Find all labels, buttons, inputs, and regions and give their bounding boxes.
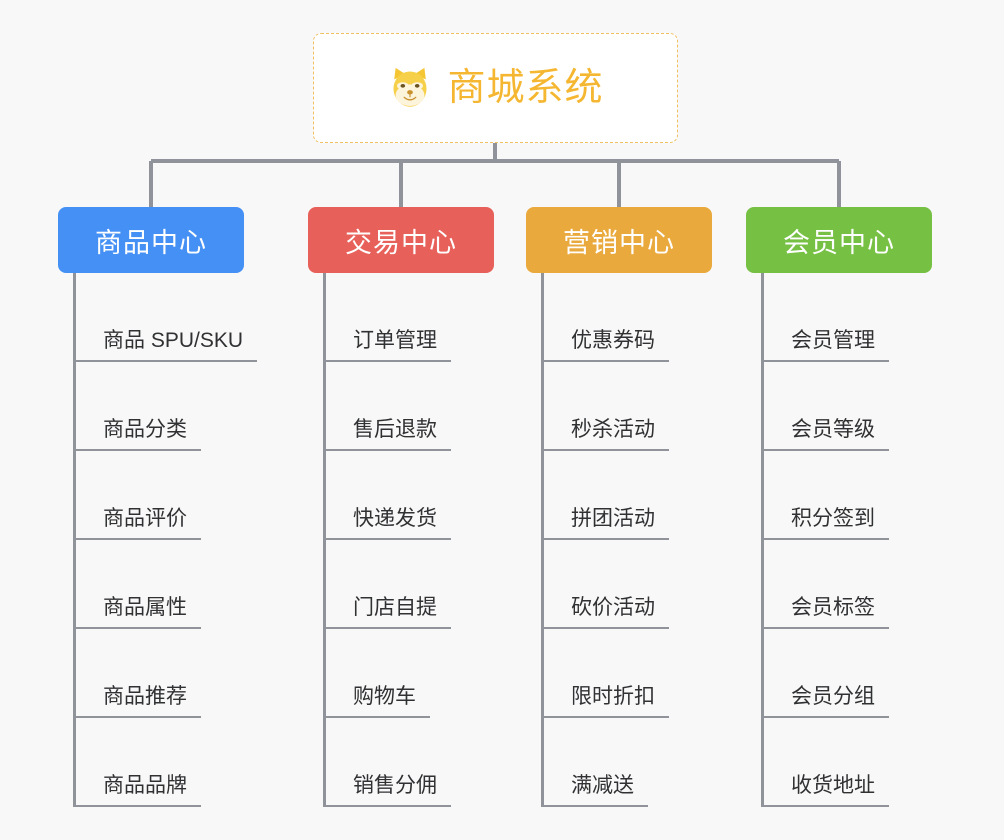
leaf-label: 拼团活动 (571, 506, 655, 530)
root-title: 商城系统 (447, 67, 604, 109)
leaf-label: 满减送 (571, 773, 634, 797)
leaf-label: 限时折扣 (571, 684, 655, 708)
leaf-label: 门店自提 (353, 595, 437, 619)
leaf-label: 销售分佣 (353, 773, 437, 797)
leaf-item[interactable]: 商品品牌 (58, 718, 278, 807)
leaf-list-1: 商品 SPU/SKU 商品分类 商品评价 商品属性 商品推荐 商品品牌 (58, 273, 278, 807)
trunk-line-4 (761, 273, 764, 807)
leaf-label: 积分签到 (791, 506, 875, 530)
category-header-label-3: 营销中心 (563, 227, 675, 258)
leaf-item[interactable]: 销售分佣 (308, 718, 528, 807)
leaf-label: 商品品牌 (103, 773, 187, 797)
category-header-label-1: 商品中心 (95, 227, 207, 258)
leaf-label: 秒杀活动 (571, 417, 655, 441)
leaf-item[interactable]: 会员管理 (746, 273, 966, 362)
trunk-line-3 (541, 273, 544, 807)
leaf-label: 商品属性 (103, 595, 187, 619)
leaf-item[interactable]: 优惠券码 (526, 273, 746, 362)
leaf-item[interactable]: 商品评价 (58, 451, 278, 540)
trunk-line-2 (323, 273, 326, 807)
category-header-3[interactable]: 营销中心 (526, 207, 712, 273)
leaf-label: 商品分类 (103, 417, 187, 441)
category-header-label-2: 交易中心 (345, 227, 457, 258)
leaf-item[interactable]: 商品属性 (58, 540, 278, 629)
leaf-label: 购物车 (353, 684, 416, 708)
leaf-item[interactable]: 商品 SPU/SKU (58, 273, 278, 362)
leaf-list-2: 订单管理 售后退款 快递发货 门店自提 购物车 销售分佣 (308, 273, 528, 807)
leaf-item[interactable]: 订单管理 (308, 273, 528, 362)
category-column-商品中心: 商品中心 商品 SPU/SKU 商品分类 商品评价 商品属性 商品推荐 商品品牌 (58, 207, 278, 807)
leaf-item[interactable]: 秒杀活动 (526, 362, 746, 451)
leaf-label: 商品评价 (103, 506, 187, 530)
leaf-item[interactable]: 门店自提 (308, 540, 528, 629)
leaf-label: 会员标签 (791, 595, 875, 619)
leaf-label: 会员分组 (791, 684, 875, 708)
leaf-label: 商品 SPU/SKU (103, 328, 244, 352)
leaf-item[interactable]: 砍价活动 (526, 540, 746, 629)
leaf-item[interactable]: 满减送 (526, 718, 746, 807)
shiba-dog-face-icon (387, 65, 433, 111)
leaf-item[interactable]: 限时折扣 (526, 629, 746, 718)
root-node[interactable]: 商城系统 (313, 33, 678, 143)
leaf-label: 砍价活动 (571, 595, 655, 619)
leaf-item[interactable]: 会员分组 (746, 629, 966, 718)
leaf-item[interactable]: 收货地址 (746, 718, 966, 807)
leaf-list-4: 会员管理 会员等级 积分签到 会员标签 会员分组 收货地址 (746, 273, 966, 807)
category-header-1[interactable]: 商品中心 (58, 207, 244, 273)
trunk-line-1 (73, 273, 76, 807)
leaf-label: 收货地址 (791, 773, 875, 797)
leaf-item[interactable]: 积分签到 (746, 451, 966, 540)
category-header-4[interactable]: 会员中心 (746, 207, 932, 273)
leaf-label: 优惠券码 (571, 328, 655, 352)
leaf-label: 会员管理 (791, 328, 875, 352)
leaf-label: 会员等级 (791, 417, 875, 441)
leaf-label: 商品推荐 (103, 684, 187, 708)
category-column-会员中心: 会员中心 会员管理 会员等级 积分签到 会员标签 会员分组 收货地址 (746, 207, 966, 807)
leaf-list-3: 优惠券码 秒杀活动 拼团活动 砍价活动 限时折扣 满减送 (526, 273, 746, 807)
leaf-label: 订单管理 (353, 328, 437, 352)
category-column-交易中心: 交易中心 订单管理 售后退款 快递发货 门店自提 购物车 销售分佣 (308, 207, 528, 807)
category-header-2[interactable]: 交易中心 (308, 207, 494, 273)
category-header-label-4: 会员中心 (783, 227, 895, 258)
leaf-label: 快递发货 (353, 506, 437, 530)
leaf-item[interactable]: 会员标签 (746, 540, 966, 629)
leaf-item[interactable]: 购物车 (308, 629, 528, 718)
leaf-item[interactable]: 会员等级 (746, 362, 966, 451)
leaf-label: 售后退款 (353, 417, 437, 441)
leaf-item[interactable]: 商品推荐 (58, 629, 278, 718)
leaf-item[interactable]: 商品分类 (58, 362, 278, 451)
leaf-item[interactable]: 售后退款 (308, 362, 528, 451)
category-column-营销中心: 营销中心 优惠券码 秒杀活动 拼团活动 砍价活动 限时折扣 满减送 (526, 207, 746, 807)
leaf-item[interactable]: 拼团活动 (526, 451, 746, 540)
leaf-item[interactable]: 快递发货 (308, 451, 528, 540)
